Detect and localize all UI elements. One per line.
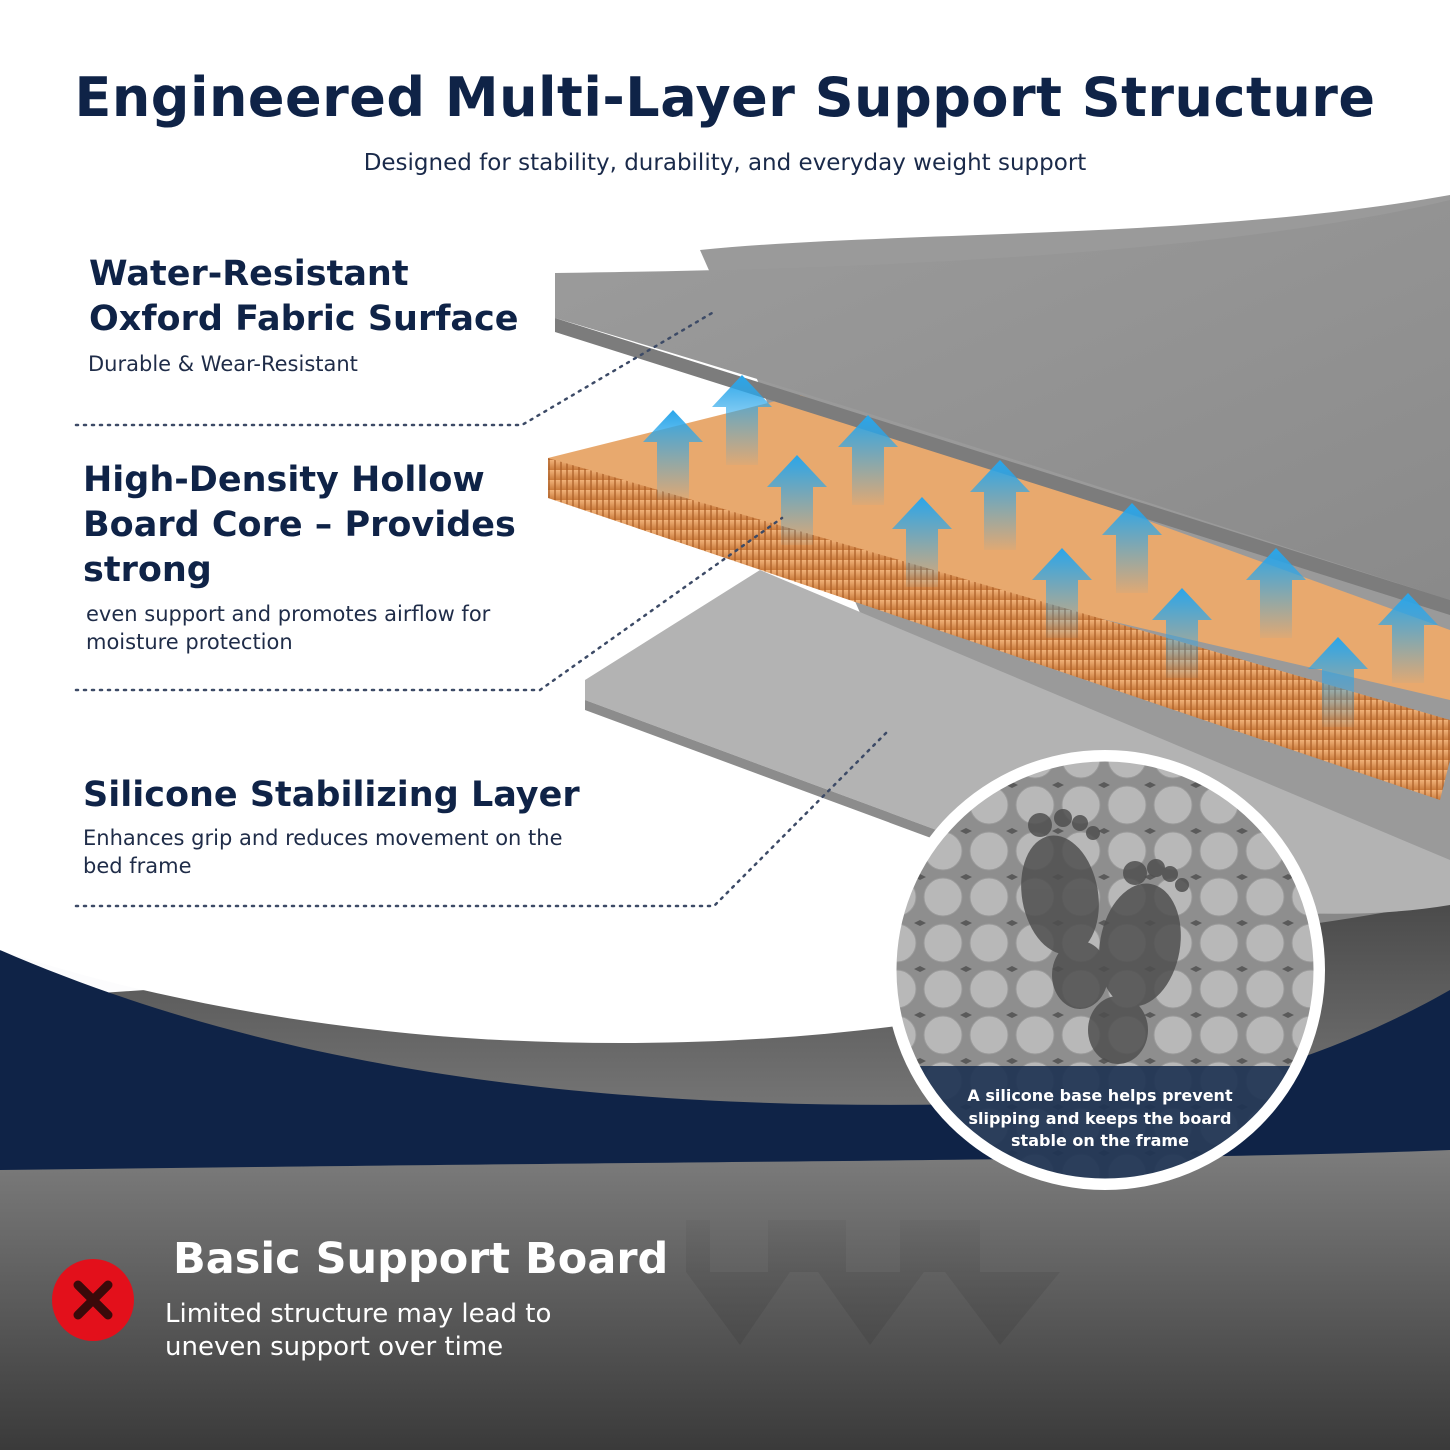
silicone-closeup xyxy=(885,750,1325,1190)
layer-silicone-title: Silicone Stabilizing Layer xyxy=(83,775,580,815)
page-title: Engineered Multi-Layer Support Structure xyxy=(74,66,1376,129)
comparison-title: Basic Support Board xyxy=(173,1234,669,1284)
airflow-arrows xyxy=(643,375,1438,727)
pressure-arrows xyxy=(686,1220,1060,1345)
layer-core-description: even support and promotes airflow for mo… xyxy=(86,602,491,654)
layer-core-title: High-Density Hollow Board Core – Provide… xyxy=(83,460,516,590)
silicone-callout: A silicone base helps prevent slipping a… xyxy=(967,1086,1233,1150)
x-icon xyxy=(52,1259,134,1341)
comparison-description: Limited structure may lead to uneven sup… xyxy=(165,1299,552,1362)
leader-line-core xyxy=(74,516,784,692)
layer-fabric-title: Water-Resistant Oxford Fabric Surface xyxy=(89,254,519,339)
leader-line-silicone xyxy=(74,730,889,908)
leader-line-fabric xyxy=(74,311,714,427)
layer-fabric-description: Durable & Wear-Resistant xyxy=(88,352,358,376)
layer-silicone-description: Enhances grip and reduces movement on th… xyxy=(83,826,563,878)
footprint-icon xyxy=(1021,809,1189,1064)
page-subtitle: Designed for stability, durability, and … xyxy=(363,150,1087,176)
